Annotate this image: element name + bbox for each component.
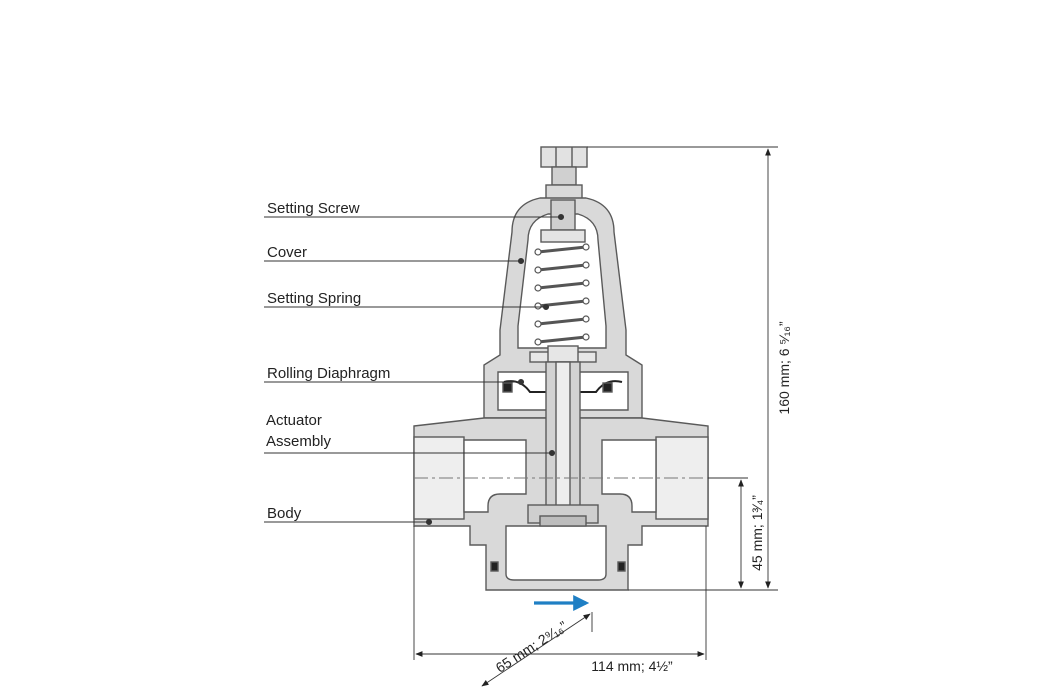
regulator-body-drawing [413,146,709,591]
dim-height: 160 mm; 6 ⁵⁄₁₆” [776,321,792,415]
diaphragm-seal-right [602,382,613,393]
part-labels: Setting Screw Cover Setting Spring Rolli… [266,200,390,522]
dim-depth: 65 mm; 2⁹⁄₁₆” [493,618,571,676]
label-body: Body [267,505,302,522]
dim-length: 114 mm; 4½” [591,658,673,674]
diaphragm-seal-left [502,382,513,393]
label-rolling-diaphragm: Rolling Diaphragm [267,365,390,382]
label-setting-screw: Setting Screw [267,200,360,217]
label-actuator-line2: Assembly [266,433,332,450]
label-cover: Cover [267,244,307,261]
label-setting-spring: Setting Spring [267,290,361,307]
dimension-lines [413,146,778,687]
setting-screw-stem [551,166,577,186]
dim-centerline: 45 mm; 1³⁄₄” [749,495,765,571]
cap-nut [540,146,588,168]
leader-lines [264,213,565,526]
label-actuator-line1: Actuator [266,412,322,429]
